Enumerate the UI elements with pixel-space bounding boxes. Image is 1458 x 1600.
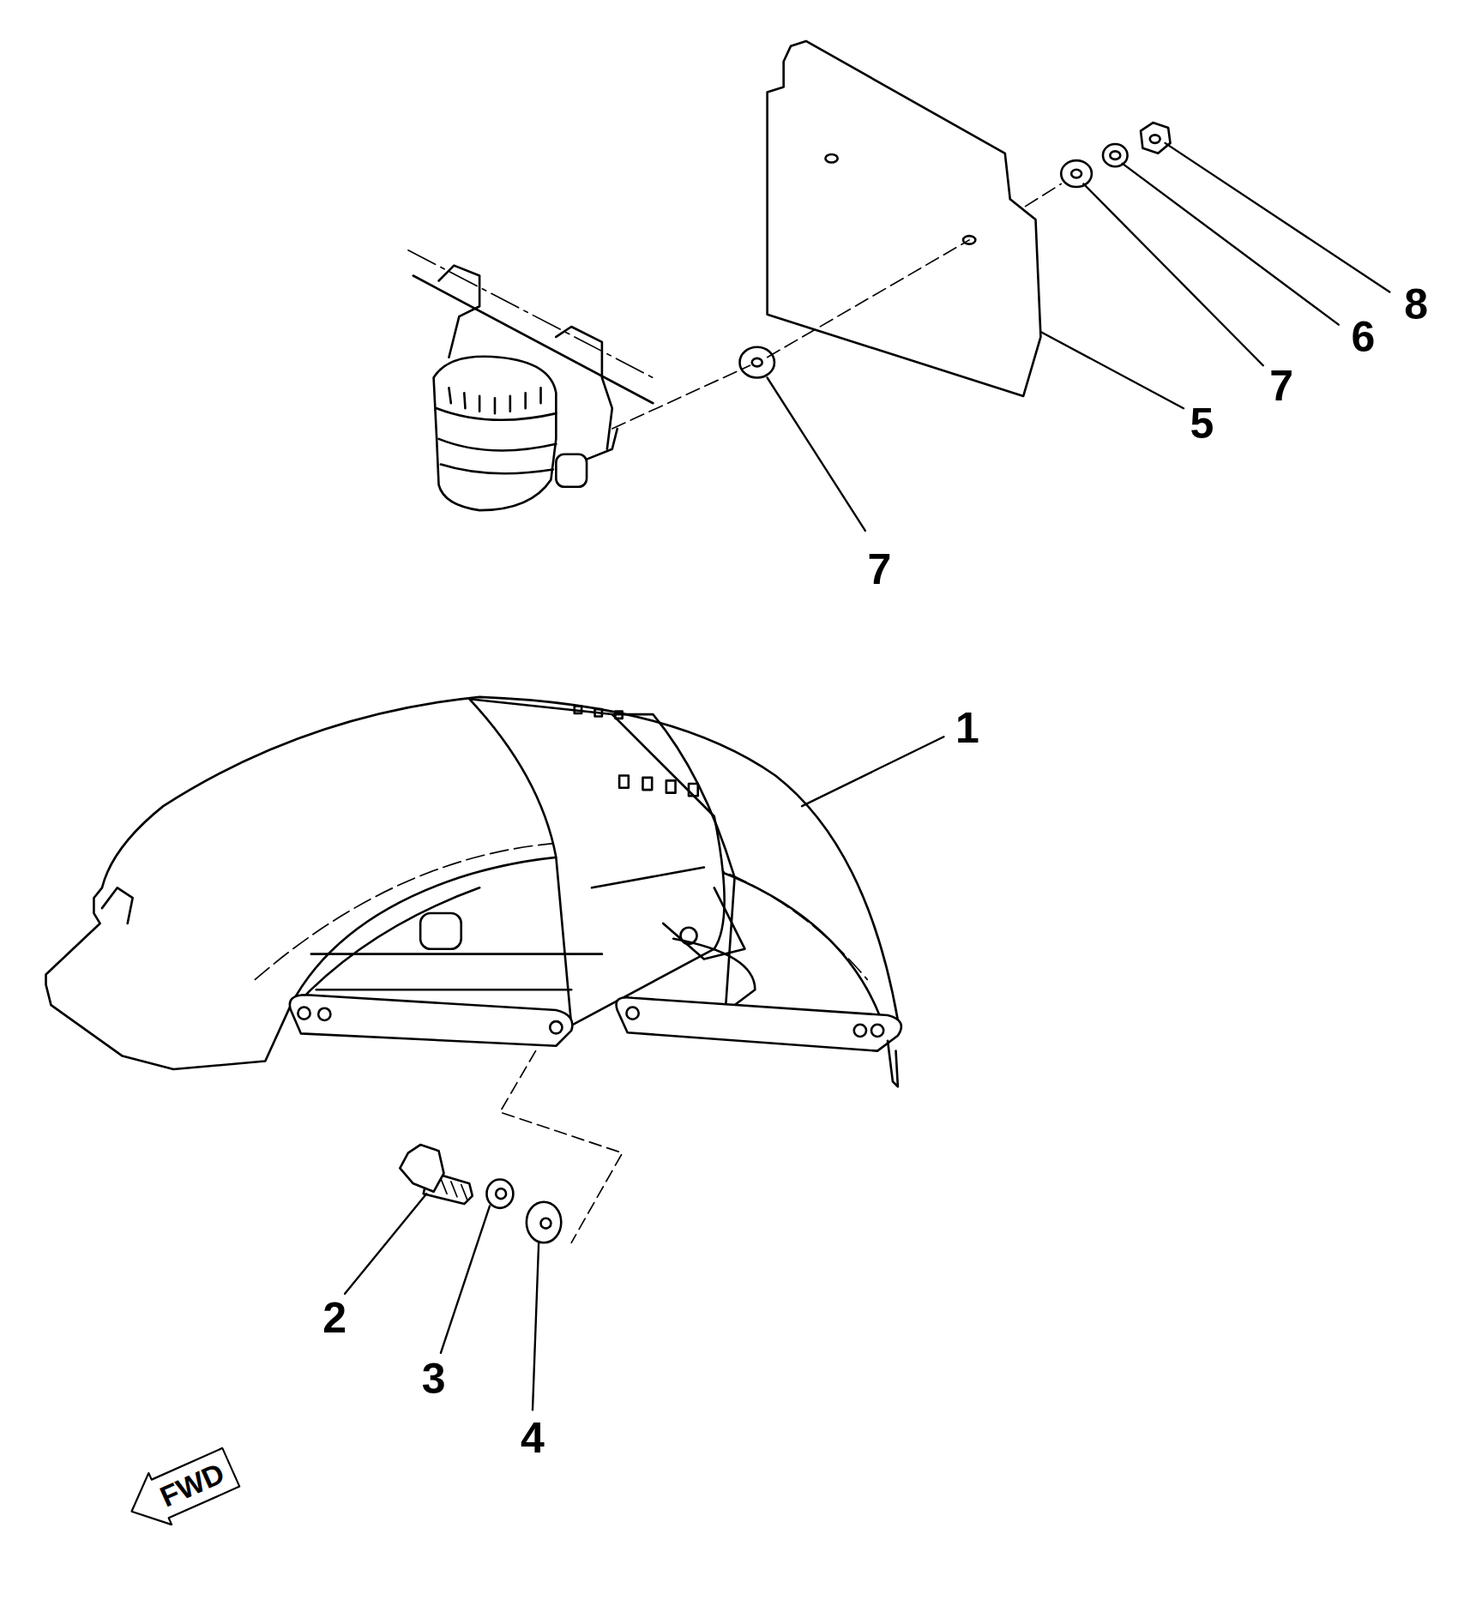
spring-washer <box>486 1180 513 1209</box>
callout-number: 8 <box>1403 283 1428 326</box>
reservoir <box>433 356 557 511</box>
callout-number: 7 <box>867 548 892 591</box>
license-plate <box>767 41 1042 397</box>
callout-number: 3 <box>421 1357 446 1401</box>
callout-number: 6 <box>1350 315 1375 359</box>
spring-washer <box>1102 144 1128 167</box>
washer <box>526 1202 561 1244</box>
washer <box>739 347 774 379</box>
direction-arrow: FWD <box>119 1440 244 1540</box>
bolt <box>399 1144 472 1205</box>
leader-line <box>344 143 1390 1411</box>
callout-number: 7 <box>1269 364 1294 408</box>
callout-number: 5 <box>1189 402 1214 446</box>
arrow-shape <box>120 1441 243 1538</box>
callout-number: 1 <box>955 706 980 750</box>
callout-number: 4 <box>520 1416 545 1460</box>
nut <box>1140 122 1170 154</box>
washer <box>1060 160 1092 187</box>
callout-number: 2 <box>322 1296 347 1340</box>
